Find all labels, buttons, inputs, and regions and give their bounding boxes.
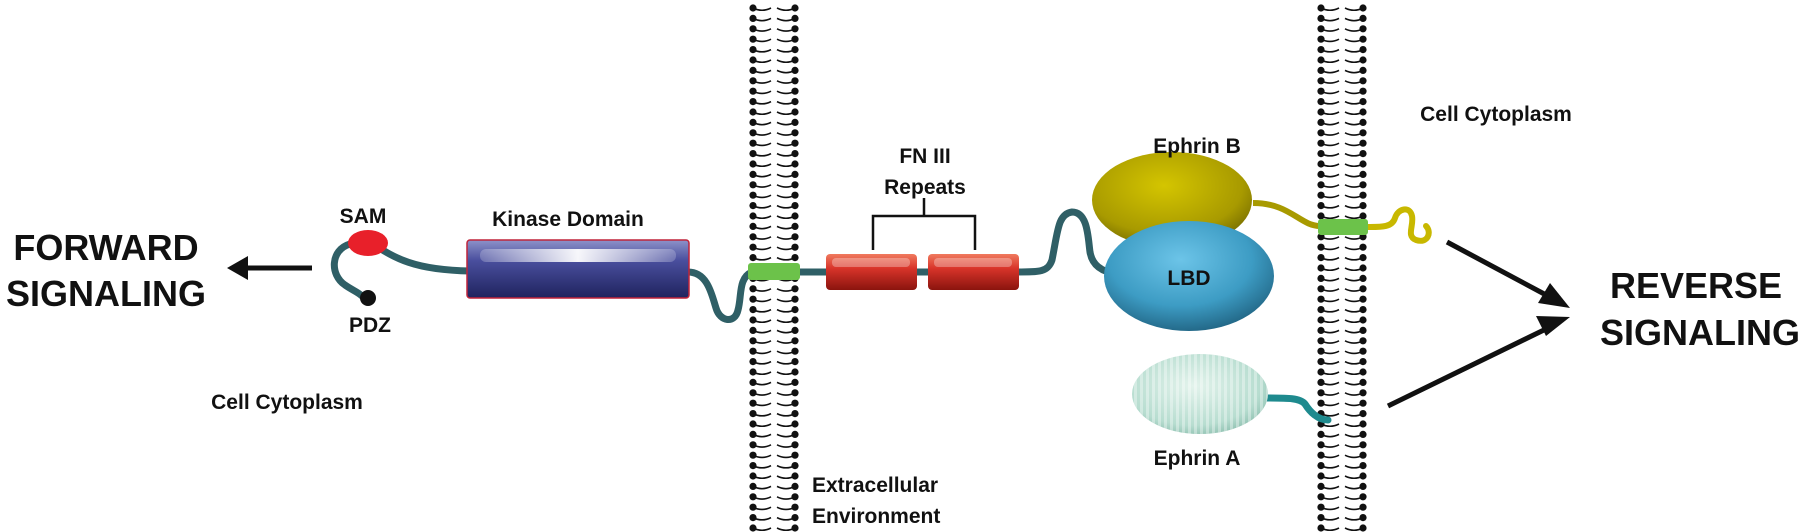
pdz-binding-dot bbox=[360, 290, 376, 306]
reverse-signaling-label-line2: SIGNALING bbox=[1600, 312, 1800, 353]
ephrin-a bbox=[1132, 354, 1332, 434]
fn3-bracket bbox=[871, 198, 977, 250]
sam-domain bbox=[348, 230, 388, 256]
transmembrane-segment-ephrin-b bbox=[1318, 219, 1368, 235]
fn3-label-line1: FN III bbox=[899, 145, 950, 168]
fn3-repeat-1 bbox=[826, 254, 917, 290]
ephrin-a-label: Ephrin A bbox=[1154, 447, 1241, 470]
membrane-right bbox=[1317, 4, 1367, 532]
kinase-domain-label: Kinase Domain bbox=[492, 208, 644, 231]
reverse-arrow-bottom bbox=[1386, 325, 1550, 409]
extracellular-label-line2: Environment bbox=[812, 505, 940, 528]
cell-cytoplasm-left-label: Cell Cytoplasm bbox=[211, 391, 363, 414]
ephrin-b-label: Ephrin B bbox=[1153, 135, 1241, 158]
reverse-signaling-label-line1: REVERSE bbox=[1610, 265, 1782, 306]
sam-label: SAM bbox=[340, 205, 387, 228]
cell-cytoplasm-right-label: Cell Cytoplasm bbox=[1420, 103, 1572, 126]
kinase-domain bbox=[466, 239, 690, 299]
forward-signaling-label-line2: SIGNALING bbox=[6, 273, 206, 314]
fn3-label-line2: Repeats bbox=[884, 176, 966, 199]
extracellular-label-line1: Extracellular bbox=[812, 474, 938, 497]
fn3-repeat-2 bbox=[928, 254, 1019, 290]
forward-signaling-label-line1: FORWARD bbox=[13, 227, 198, 268]
transmembrane-segment-receptor bbox=[748, 263, 800, 280]
ligand-binding-domain bbox=[1104, 221, 1274, 331]
lbd-label: LBD bbox=[1167, 267, 1210, 290]
reverse-arrow-top bbox=[1445, 239, 1550, 299]
pdz-label: PDZ bbox=[349, 314, 391, 337]
